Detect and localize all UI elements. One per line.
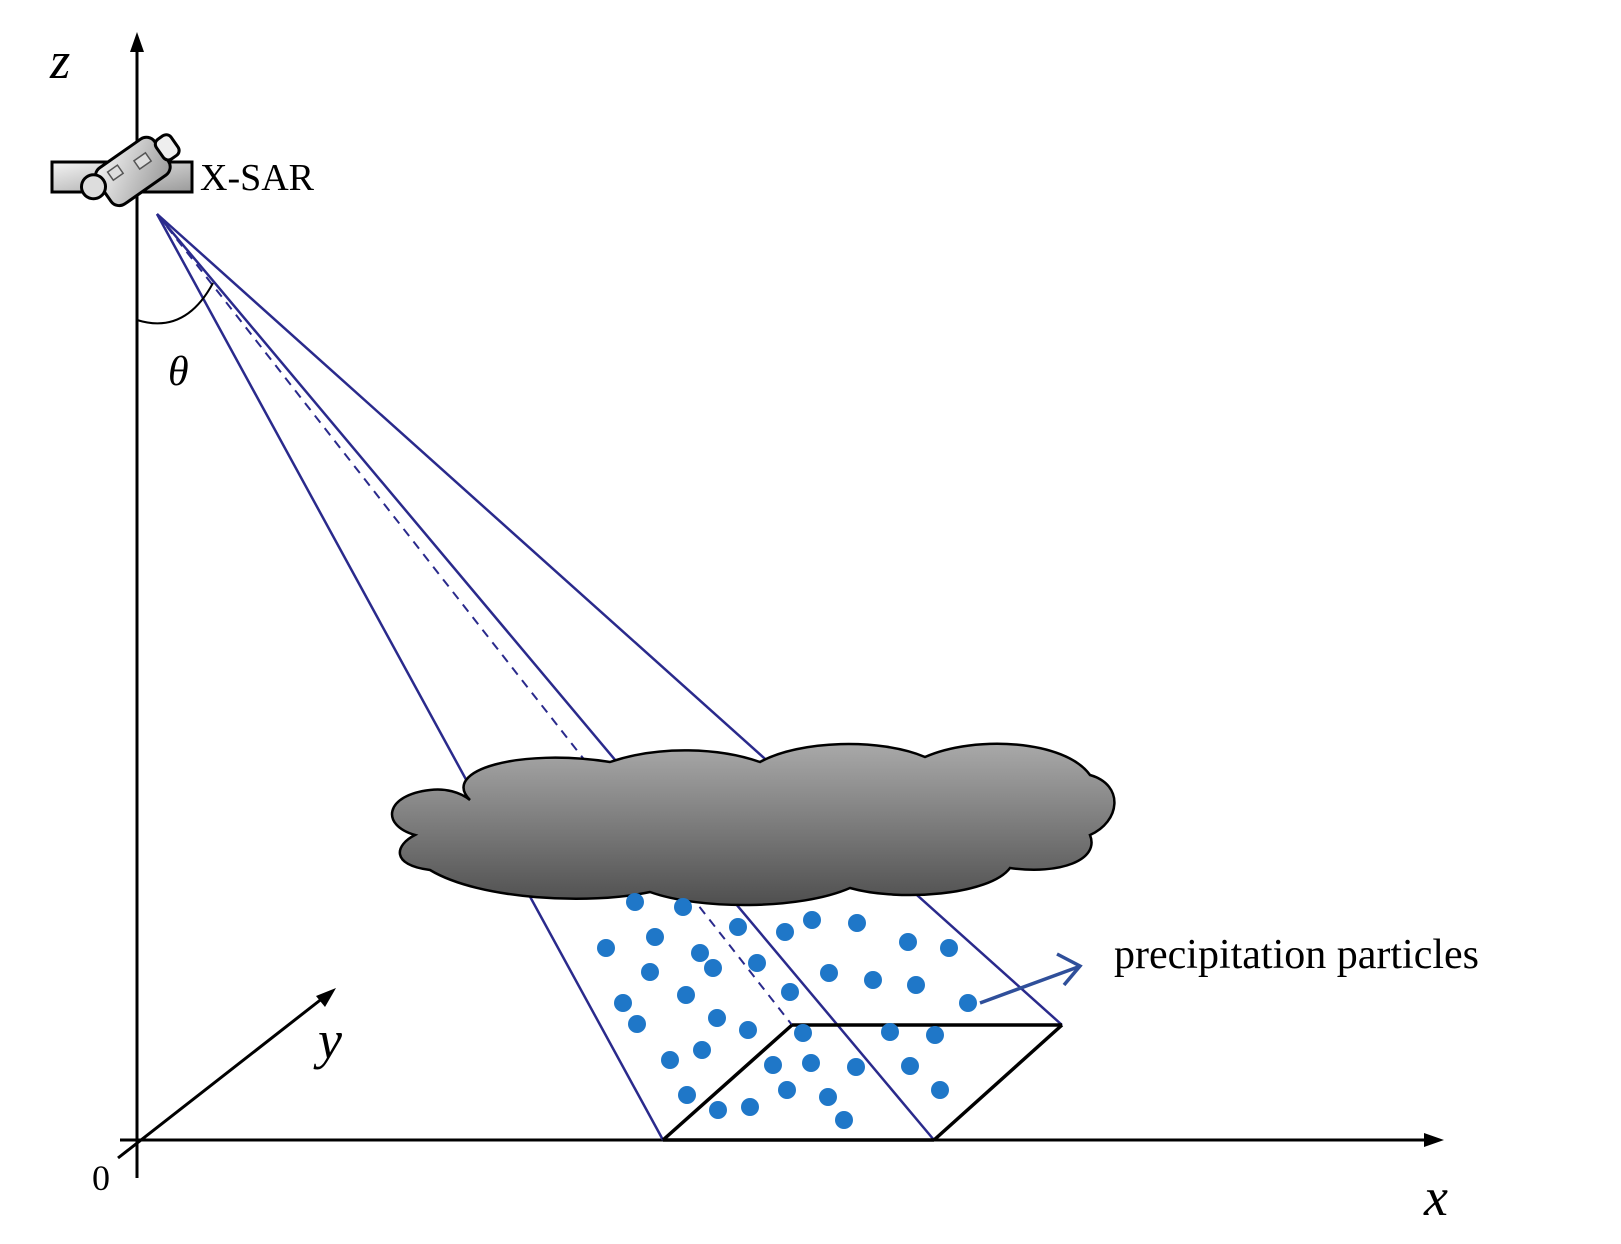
particle [729, 918, 747, 936]
particle [881, 1023, 899, 1041]
particle [899, 933, 917, 951]
particle [907, 976, 925, 994]
sensor-label: X-SAR [200, 157, 315, 199]
radar-beam [155, 213, 1063, 1141]
particle [931, 1081, 949, 1099]
particle [940, 939, 958, 957]
particle [741, 1098, 759, 1116]
ground-footprint [661, 1023, 1064, 1142]
particle [739, 1021, 757, 1039]
cloud [390, 742, 1116, 907]
beam-edge-far [156, 213, 1063, 1026]
particle [614, 994, 632, 1012]
incidence-angle-label: θ [168, 349, 189, 395]
particle [803, 911, 821, 929]
beam-center-dashed [156, 213, 793, 1026]
particle [819, 1088, 837, 1106]
particle [781, 983, 799, 1001]
particle [764, 1056, 782, 1074]
particle [820, 964, 838, 982]
particle [691, 944, 709, 962]
particle [802, 1054, 820, 1072]
particle [677, 986, 695, 1004]
particle [748, 954, 766, 972]
cloud-shape [390, 742, 1116, 907]
particle [926, 1026, 944, 1044]
particle [678, 1086, 696, 1104]
particle [864, 971, 882, 989]
y-axis-label: y [313, 1010, 342, 1070]
satellite-top-dish [79, 173, 107, 201]
particle [628, 1015, 646, 1033]
particle [641, 963, 659, 981]
particle [848, 914, 866, 932]
particle [794, 1024, 812, 1042]
particle [847, 1058, 865, 1076]
particle [776, 923, 794, 941]
particle [597, 939, 615, 957]
particles-annotation-arrow [979, 952, 1083, 1005]
particle [778, 1081, 796, 1099]
y-axis-arrowhead [316, 988, 336, 1007]
z-axis-arrowhead [130, 32, 144, 52]
particle [661, 1051, 679, 1069]
particle [959, 994, 977, 1012]
x-axis-label: x [1423, 1167, 1448, 1227]
incidence-angle-arc [136, 282, 214, 325]
y-axis-line [117, 992, 329, 1160]
particles-label: precipitation particles [1114, 932, 1479, 978]
axes [117, 32, 1444, 1178]
beam-middle [156, 213, 935, 1141]
origin-label: 0 [92, 1158, 110, 1198]
satellite-antenna [153, 133, 181, 162]
precipitation-particles [597, 893, 977, 1129]
satellite-icon [50, 133, 194, 208]
particle [674, 898, 692, 916]
particle [626, 893, 644, 911]
particle [835, 1111, 853, 1129]
beam-edge-near [155, 213, 665, 1141]
particle [708, 1009, 726, 1027]
particle [704, 959, 722, 977]
particle [901, 1057, 919, 1075]
z-axis-label: z [49, 33, 70, 90]
particle [709, 1101, 727, 1119]
particle [646, 928, 664, 946]
x-axis-arrowhead [1424, 1133, 1444, 1147]
particle [693, 1041, 711, 1059]
